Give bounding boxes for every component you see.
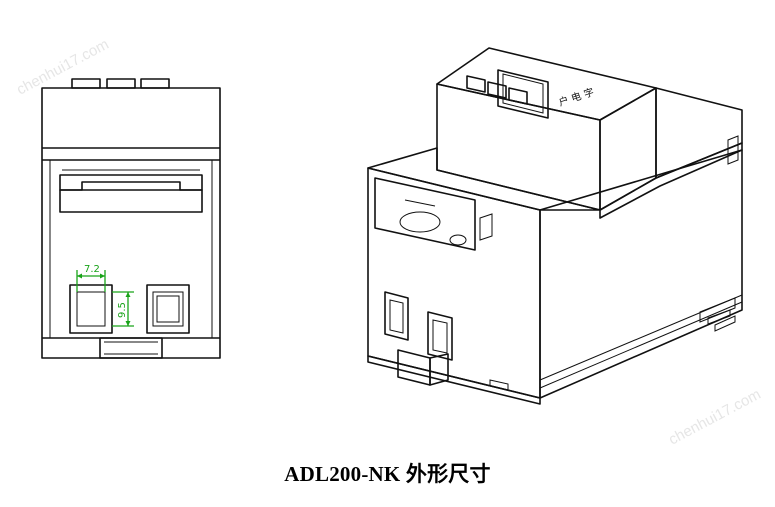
button-2 (487, 81, 507, 99)
front-slot (59, 189, 203, 213)
svg-text:chenhui17.com: chenhui17.com (14, 36, 112, 99)
upper-block-top (436, 47, 657, 121)
watermark-bottom-right: chenhui17.com (666, 386, 764, 449)
svg-text:chenhui17.com: chenhui17.com (666, 386, 764, 449)
lower-body-top (367, 147, 601, 211)
front-cutout (374, 177, 476, 251)
lower-body-front (367, 167, 541, 399)
dimension-width-label: 7.2 (84, 264, 100, 275)
top-terminal-1 (71, 78, 101, 89)
panel-glyphs: 户 电 字 (557, 85, 596, 109)
lower-body-side (539, 149, 743, 399)
din-clip (99, 337, 163, 359)
top-terminal-2 (106, 78, 136, 89)
watermark-top-left: chenhui17.com (14, 36, 112, 99)
top-terminal-3 (140, 78, 170, 89)
device-3d-view: 户 电 字 (367, 47, 743, 405)
button-1 (466, 75, 486, 93)
terminal-opening-right (146, 284, 190, 334)
dimension-height-label: 9.5 (117, 302, 128, 318)
display-window (497, 69, 549, 119)
dimension-height: 9.5 (112, 291, 134, 327)
upper-block-side (599, 87, 657, 211)
front-view: 7.2 9.5 (41, 78, 221, 359)
figure-caption: ADL200-NK 外形尺寸 (284, 462, 491, 486)
screw-hole (399, 211, 441, 233)
terminal-3d-right (427, 311, 453, 361)
dimension-width: 7.2 (76, 264, 106, 292)
front-clip-detail (59, 174, 203, 191)
terminal-3d-left (384, 291, 409, 341)
rear-section (655, 87, 743, 179)
button-3 (508, 87, 528, 105)
terminal-opening-left (69, 284, 113, 334)
front-body-outline (41, 87, 221, 359)
